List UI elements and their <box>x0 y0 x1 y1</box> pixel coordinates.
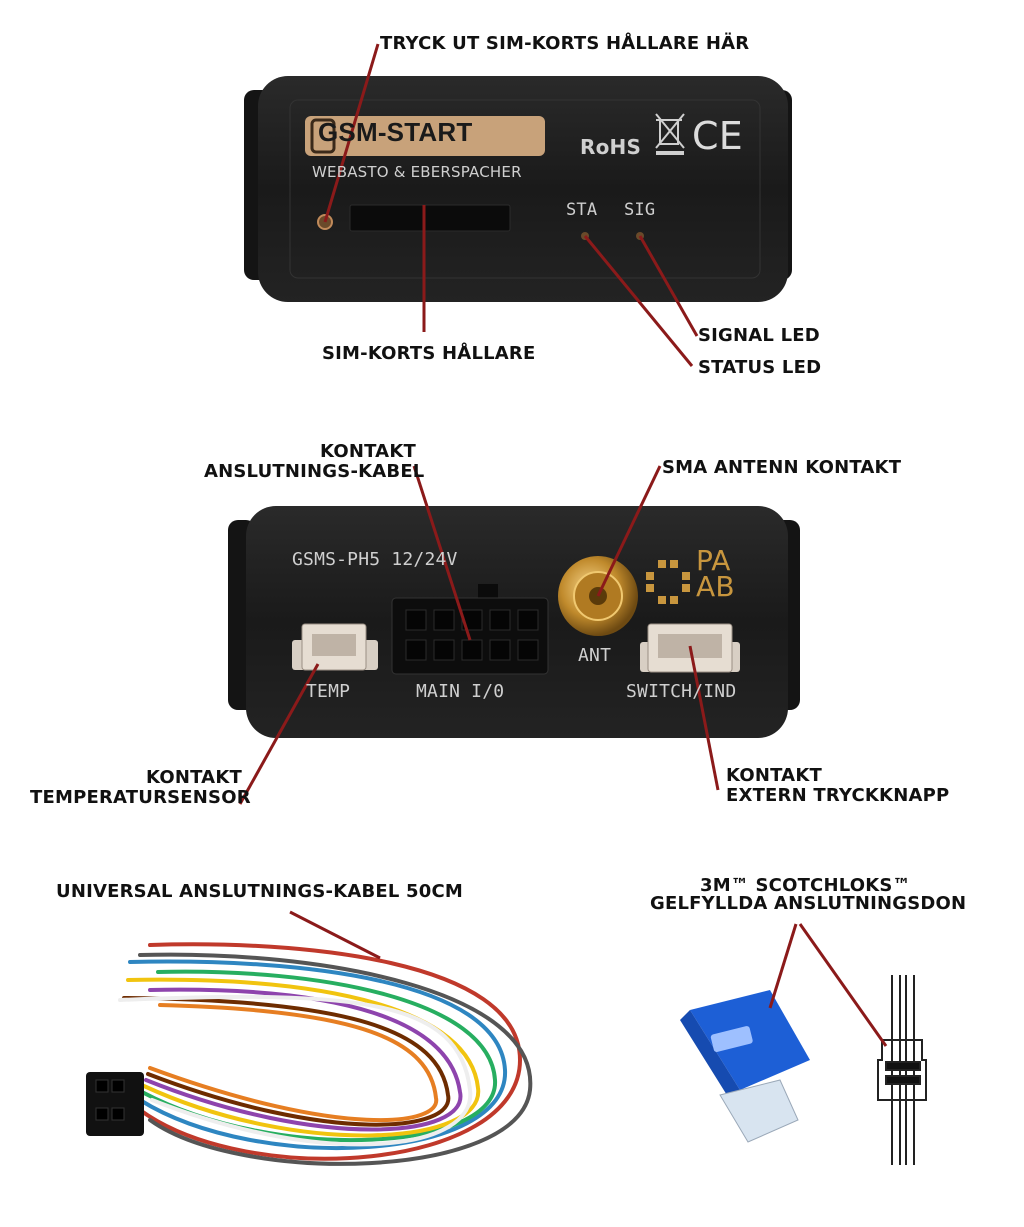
callout-ext-button-line2: EXTERN TRYCKKNAPP <box>726 785 950 806</box>
gsm-start-logo-bg <box>305 116 545 156</box>
temp-label: TEMP <box>306 681 351 702</box>
callout-temp-sensor-line2: TEMPERATURSENSOR <box>30 787 251 808</box>
callout-universal-cable: UNIVERSAL ANSLUTNINGS-KABEL 50CM <box>56 881 464 902</box>
led-sig-label: SIG <box>624 200 656 220</box>
rohs-mark: RoHS <box>580 135 642 159</box>
cable-plug <box>86 1072 144 1136</box>
universal-cable-wires <box>118 942 533 1166</box>
main-io-label: MAIN I/0 <box>416 681 505 702</box>
paab-logo-bottom: AB <box>696 570 735 603</box>
front-leader-lines <box>323 43 699 367</box>
paab-logo-top: PA <box>696 544 731 577</box>
scotchlok-connector <box>680 990 810 1143</box>
led-sta-label: STA <box>566 200 598 220</box>
weee-bin-icon <box>655 113 685 155</box>
model-label: GSMS-PH5 12/24V <box>292 549 458 570</box>
scotchlok-schematic <box>877 975 927 1165</box>
callout-scotchlok-line1: 3M™ SCOTCHLOKS™ <box>700 875 911 896</box>
callout-sim-holder: SIM-KORTS HÅLLARE <box>322 343 536 364</box>
callout-temp-sensor-line1: KONTAKT <box>146 767 242 788</box>
callout-signal-led: SIGNAL LED <box>698 325 820 346</box>
callout-sma-antenna: SMA ANTENN KONTAKT <box>662 457 902 478</box>
accessory-leader-lines <box>289 910 888 1047</box>
paab-logo-mark <box>646 560 690 604</box>
callout-scotchlok-line2: GELFYLLDA ANSLUTNINGSDON <box>650 893 967 914</box>
switch-label: SWITCH/IND <box>626 681 737 702</box>
callout-status-led: STATUS LED <box>698 357 822 378</box>
callout-sim-eject: TRYCK UT SIM-KORTS HÅLLARE HÄR <box>380 33 750 54</box>
brand-subtitle: WEBASTO & EBERSPACHER <box>312 163 522 181</box>
back-leader-lines <box>238 465 720 805</box>
callout-cable-connector-line2: ANSLUTNINGS-KABEL <box>204 461 425 482</box>
callout-cable-connector-line1: KONTAKT <box>320 441 416 462</box>
gsm-start-logo: GSM-START <box>318 117 473 147</box>
temp-connector <box>292 623 378 671</box>
callout-ext-button-line1: KONTAKT <box>726 765 822 786</box>
ant-label: ANT <box>578 645 612 666</box>
ce-mark: CE <box>692 114 743 158</box>
sim-slot <box>349 204 511 232</box>
